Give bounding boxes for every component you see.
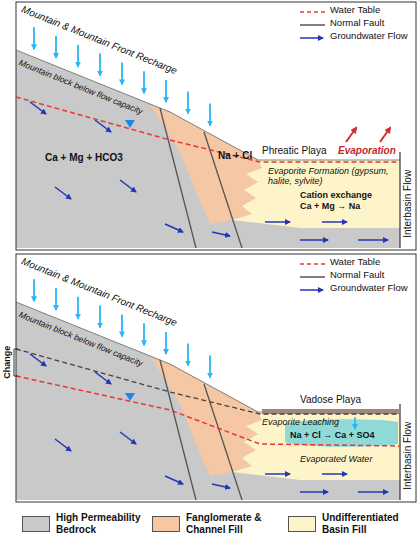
legend-text: Normal Fault — [330, 270, 384, 281]
recharge-arrow — [33, 279, 35, 301]
interbasin-label: Interbasin Flow — [402, 422, 414, 490]
recharge-arrow — [209, 356, 211, 378]
recharge-arrow — [77, 45, 79, 67]
recharge-arrow — [187, 92, 189, 114]
ion-label: Na + Cl — [218, 150, 252, 162]
recharge-arrow — [55, 288, 57, 310]
legend-swatch — [22, 516, 50, 532]
legend-text: Groundwater Flow — [330, 31, 408, 42]
recharge-arrow — [55, 36, 57, 58]
recharge-arrow — [121, 314, 123, 336]
legend-text: Normal Fault — [330, 18, 384, 29]
water-label: Evaporated Water — [300, 454, 372, 464]
ion-label: Ca + Mg + HCO3 — [45, 152, 123, 164]
recharge-arrow — [143, 71, 145, 93]
legend-swatch — [288, 516, 316, 532]
evaporation-label: Evaporation — [338, 145, 396, 157]
recharge-arrow — [165, 80, 167, 102]
recharge-arrow — [33, 27, 35, 49]
evaporite-label: Evaporite Formation (gypsum, halite, syl… — [268, 166, 396, 187]
leaching-label: Evaporite Leaching — [262, 417, 339, 427]
recharge-arrow — [121, 62, 123, 84]
process-label: Cation exchange — [300, 190, 372, 200]
interbasin-label: Interbasin Flow — [402, 170, 414, 238]
legend-text: Groundwater Flow — [330, 283, 408, 294]
recharge-arrow — [209, 104, 211, 126]
recharge-arrow — [77, 297, 79, 319]
ion-label: Ca + Mg → Na — [300, 201, 360, 211]
legend-text: Fanglomerate & Channel Fill — [186, 512, 276, 535]
recharge-arrow — [187, 344, 189, 366]
legend-text: Water Table — [330, 5, 380, 16]
recharge-arrow — [99, 54, 101, 76]
ion-label: Na + Cl → Ca + SO4 — [290, 430, 375, 440]
legend-swatch — [152, 516, 180, 532]
recharge-arrow — [165, 332, 167, 354]
playa-label: Vadose Playa — [300, 394, 361, 406]
playa-label: Phreatic Playa — [262, 145, 326, 157]
change-label: Change — [2, 345, 12, 378]
legend-text: High Permeability Bedrock — [56, 512, 146, 535]
legend-text: Undifferentiated Basin Fill — [322, 512, 412, 535]
legend-text: Water Table — [330, 257, 380, 268]
recharge-arrow — [143, 323, 145, 345]
recharge-arrow — [99, 306, 101, 328]
